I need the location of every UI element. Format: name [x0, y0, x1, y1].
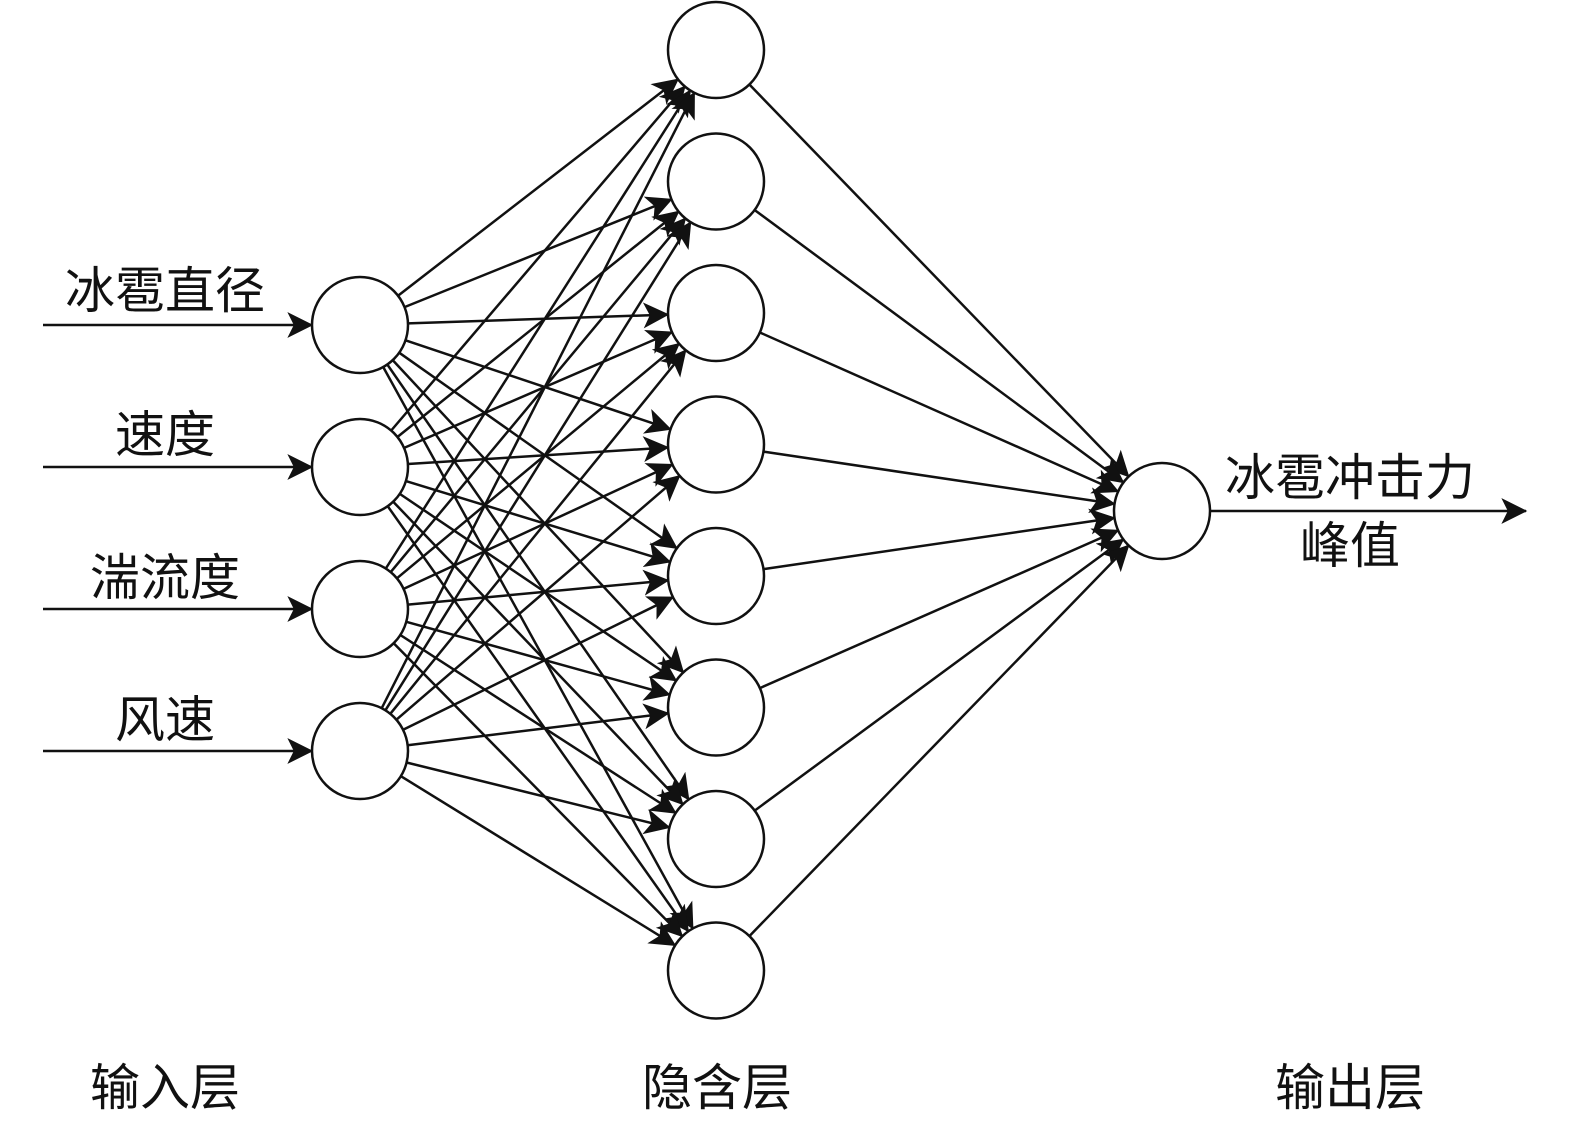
hidden-node-1 [666, 132, 766, 231]
connection-input-2-hidden-7 [392, 642, 684, 938]
hidden-node-0 [666, 0, 766, 100]
hidden-layer-label: 隐含层 [642, 1059, 792, 1117]
output-label-line2: 峰值 [1300, 517, 1400, 575]
input-node-0 [310, 275, 410, 375]
connection-input-0-hidden-2 [407, 302, 670, 329]
input-label-turbulence: 湍流度 [90, 549, 240, 607]
connection-input-1-hidden-7 [386, 505, 690, 933]
connection-input-1-hidden-0 [390, 85, 686, 432]
connection-input-2-hidden-4 [407, 569, 670, 606]
connection-input-2-hidden-3 [403, 463, 674, 591]
connection-hidden-7-output-0 [748, 544, 1130, 937]
connection-hidden-6-output-0 [753, 538, 1125, 812]
input-layer-label: 输入层 [90, 1059, 240, 1117]
input-label-velocity: 速度 [115, 406, 215, 464]
input-node-2 [310, 559, 410, 659]
connection-input-1-hidden-3 [407, 436, 670, 466]
input-label-wind-speed: 风速 [115, 691, 215, 749]
connection-input-0-hidden-3 [405, 339, 672, 434]
hidden-to-output-connections [748, 83, 1130, 937]
connection-input-1-hidden-5 [399, 492, 678, 682]
input-node-1 [310, 417, 410, 517]
hidden-node-3 [666, 395, 766, 494]
hidden-node-6 [666, 789, 766, 889]
connection-input-1-hidden-6 [392, 500, 684, 806]
connection-input-1-hidden-4 [405, 479, 672, 568]
connection-hidden-4-output-0 [763, 508, 1116, 571]
connection-input-2-hidden-5 [405, 620, 671, 701]
hidden-node-5 [666, 658, 766, 757]
connection-input-0-hidden-4 [398, 351, 678, 550]
hidden-node-2 [666, 263, 766, 363]
connection-input-3-hidden-0 [380, 91, 696, 709]
connection-input-0-hidden-6 [386, 363, 690, 801]
connection-hidden-2-output-0 [759, 331, 1120, 494]
connection-hidden-5-output-0 [759, 528, 1120, 690]
input-arrows [43, 312, 314, 764]
input-label-hail-diameter: 冰雹直径 [65, 262, 265, 320]
output-layer-label: 输出层 [1275, 1059, 1425, 1117]
input-node-3 [310, 701, 410, 801]
connection-input-3-hidden-6 [406, 761, 671, 835]
neuron-nodes [310, 0, 1212, 1020]
hidden-node-7 [666, 921, 766, 1020]
connection-hidden-1-output-0 [753, 208, 1125, 484]
connection-input-1-hidden-2 [403, 329, 674, 450]
connection-input-0-hidden-0 [397, 78, 680, 297]
connection-input-3-hidden-1 [384, 221, 692, 711]
connection-input-2-hidden-1 [389, 217, 687, 573]
connection-input-2-hidden-0 [384, 89, 692, 570]
connection-input-2-hidden-6 [399, 633, 677, 815]
connection-input-2-hidden-2 [396, 342, 681, 580]
connection-hidden-0-output-0 [748, 83, 1130, 478]
input-to-hidden-connections [380, 78, 696, 947]
connection-input-3-hidden-5 [407, 703, 670, 747]
connection-input-3-hidden-7 [400, 775, 677, 947]
connection-input-3-hidden-2 [389, 349, 687, 715]
connection-input-0-hidden-1 [404, 196, 673, 309]
output-node-0 [1112, 461, 1212, 561]
connection-input-3-hidden-4 [402, 596, 675, 731]
connection-input-0-hidden-7 [382, 366, 694, 930]
connection-input-1-hidden-1 [396, 210, 680, 438]
hidden-node-4 [666, 526, 766, 626]
connection-input-0-hidden-5 [391, 359, 685, 674]
connection-hidden-3-output-0 [763, 450, 1116, 514]
output-label-line1: 冰雹冲击力 [1225, 449, 1475, 507]
connection-input-3-hidden-3 [395, 474, 681, 721]
